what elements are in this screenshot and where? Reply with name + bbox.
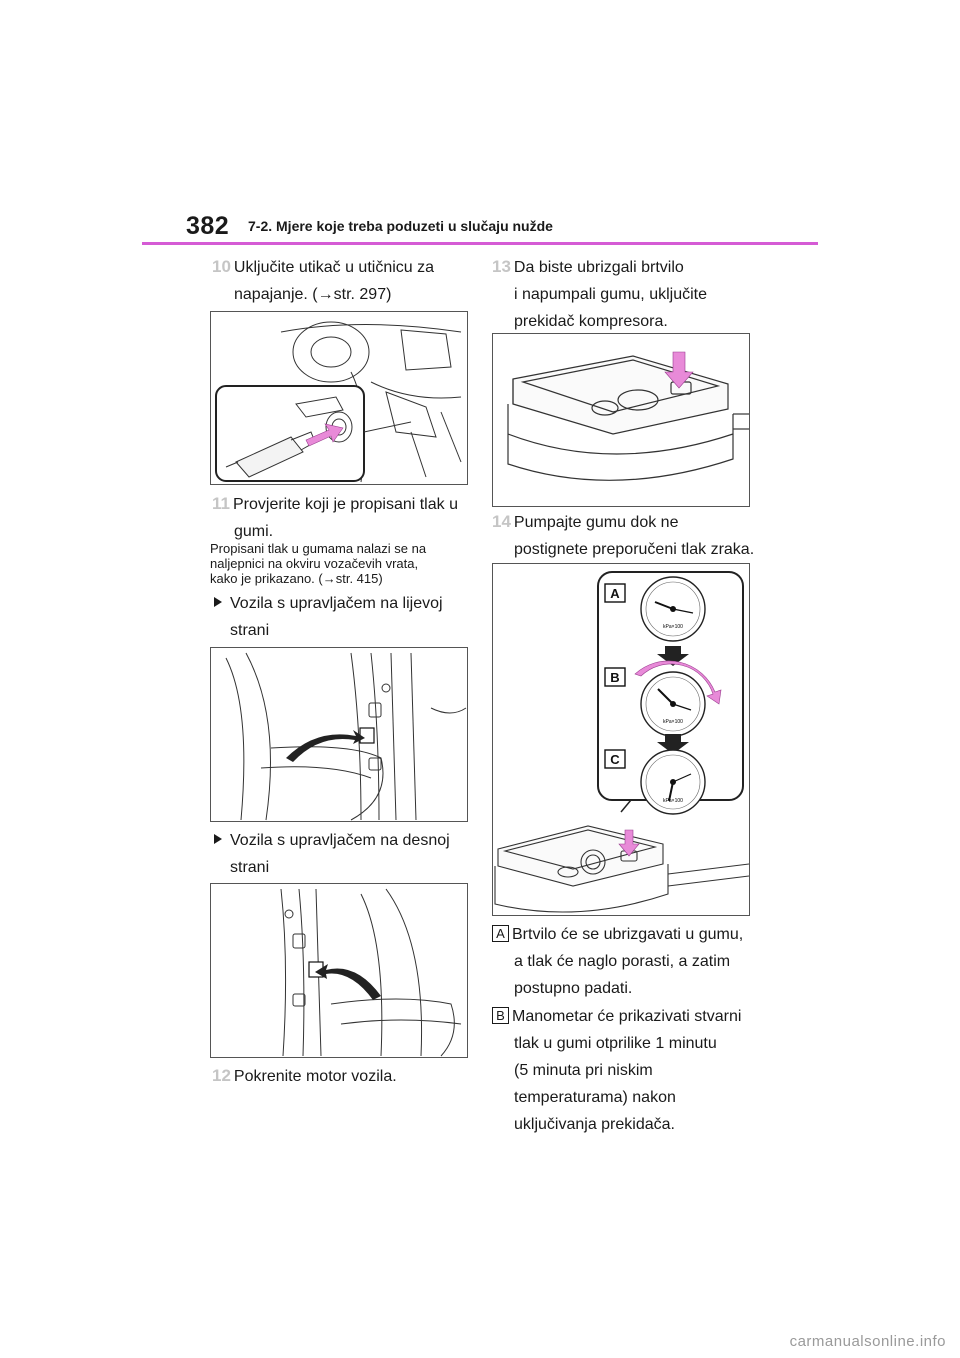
bullet-text: Vozila s upravljačem na desnoj — [230, 832, 450, 849]
bullet-text: strani — [230, 859, 270, 876]
step-text: Provjerite koji je propisani tlak u — [232, 496, 458, 513]
bullet-left-hand-drive: Vozila s upravljačem na lijevoj strani — [214, 590, 474, 644]
door-frame-left-illustration — [225, 652, 467, 821]
item-text: postupno padati. — [514, 980, 633, 997]
gauge-unit: kPa×100 — [663, 719, 683, 725]
bullet-right-hand-drive: Vozila s upravljačem na desnoj strani — [214, 827, 474, 881]
step-text: gumi. — [234, 523, 274, 540]
note-line: Propisani tlak u gumama nalazi se na — [210, 541, 427, 556]
figure-compressor-switch — [492, 333, 750, 507]
triangle-bullet-icon — [214, 834, 222, 844]
item-text: temperaturama) nakon — [514, 1089, 676, 1106]
label-c: C — [610, 752, 620, 767]
step-text: prekidač kompresora. — [514, 313, 668, 330]
header-rule — [142, 242, 818, 245]
gauge-unit: kPa×100 — [663, 624, 683, 630]
item-text: a tlak će naglo porasti, a zatim — [514, 953, 731, 970]
door-frame-right-illustration — [280, 888, 462, 1057]
figure-power-outlet — [210, 311, 468, 485]
gauge-c: kPa×100 — [640, 749, 706, 815]
step-number: 13 — [492, 257, 511, 276]
figure-door-label-right — [210, 883, 468, 1058]
item-text: (5 minuta pri niskim — [514, 1062, 653, 1079]
label-a: A — [610, 586, 620, 601]
item-text: tlak u gumi otprilike 1 minutu — [514, 1035, 717, 1052]
step-number: 14 — [492, 512, 511, 531]
step-text: napajanje. (→str. 297) — [234, 286, 392, 303]
gauge-b: kPa×100 — [634, 660, 722, 737]
tire-pressure-note: Propisani tlak u gumama nalazi se na nal… — [210, 541, 470, 586]
item-text: Brtvilo će se ubrizgavati u gumu, — [512, 926, 744, 943]
item-text: Manometar će prikazivati stvarni — [512, 1008, 742, 1025]
step-text: Pokrenite motor vozila. — [233, 1068, 397, 1085]
step-number: 12 — [212, 1066, 231, 1085]
watermark: carmanualsonline.info — [789, 1333, 946, 1350]
item-text: uključivanja prekidača. — [514, 1116, 675, 1133]
item-label: B — [492, 1007, 509, 1024]
item-label: A — [492, 925, 509, 942]
step-number: 11 — [212, 494, 230, 513]
step-text: Uključite utikač u utičnicu za — [233, 259, 435, 276]
note-line: naljepnici na okviru vozačevih vrata, — [210, 556, 419, 571]
page-number: 382 — [186, 212, 230, 240]
down-arrow-icon — [657, 734, 689, 754]
step-number: 10 — [212, 257, 231, 276]
gauge-unit: kPa×100 — [663, 798, 683, 804]
compressor-illustration — [507, 351, 749, 481]
step-text: i napumpali gumu, uključite — [514, 286, 707, 303]
bullet-text: strani — [230, 622, 270, 639]
gauge-sequence-illustration: A B C kPa×100 kPa×100 — [494, 571, 749, 913]
compressor-bottom — [494, 825, 749, 913]
section-title: 7-2. Mjere koje treba poduzeti u slučaju… — [248, 218, 553, 234]
step-text: Pumpajte gumu dok ne — [513, 514, 679, 531]
label-b: B — [610, 670, 619, 685]
note-line: kako je prikazano. (→str. 415) — [210, 571, 383, 586]
step-text: Da biste ubrizgali brtvilo — [513, 259, 684, 276]
triangle-bullet-icon — [214, 597, 222, 607]
figure-pressure-gauges: A B C kPa×100 kPa×100 — [492, 563, 750, 916]
step-text: postignete preporučeni tlak zraka. — [514, 541, 755, 558]
gauge-a: kPa×100 — [640, 576, 706, 642]
down-arrow-icon — [657, 646, 689, 666]
power-outlet-illustration — [215, 321, 462, 483]
bullet-text: Vozila s upravljačem na lijevoj — [230, 595, 443, 612]
figure-door-label-left — [210, 647, 468, 822]
